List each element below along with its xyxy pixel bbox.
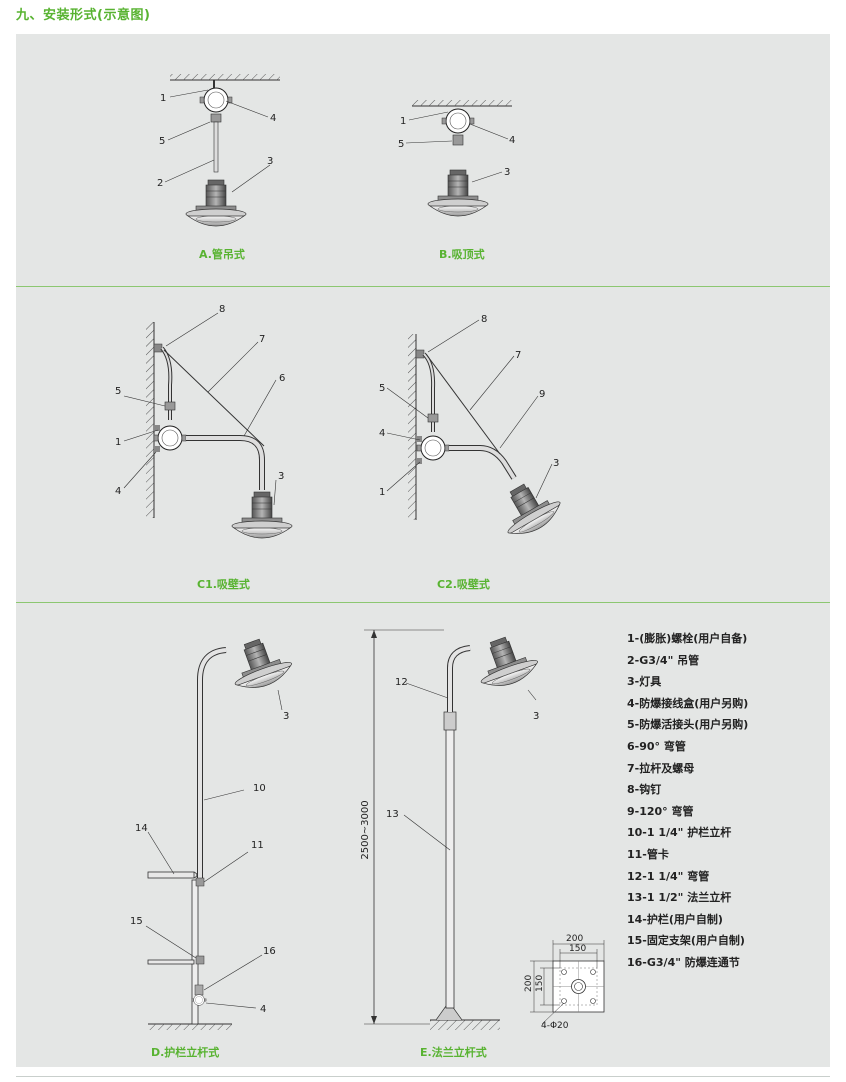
- callout-1: 1: [379, 487, 385, 498]
- callout-3: 3: [553, 458, 559, 469]
- callout-14: 14: [135, 823, 148, 834]
- callout-1: 1: [115, 437, 121, 448]
- callout-12: 12: [395, 677, 408, 688]
- legend-item: 11-管卡: [627, 847, 669, 861]
- legend-item: 3-灯具: [627, 675, 662, 689]
- callout-1: 1: [400, 116, 406, 127]
- caption-c2: C2.吸壁式: [437, 578, 490, 591]
- holes-spec: 4-Φ20: [541, 1021, 569, 1031]
- callout-11: 11: [251, 840, 264, 851]
- diagram-b-ceiling-mount: 1 4 5 3: [398, 100, 515, 217]
- callout-1: 1: [160, 93, 166, 104]
- callout-3: 3: [278, 471, 284, 482]
- callout-10: 10: [253, 783, 266, 794]
- callout-6: 6: [279, 373, 285, 384]
- plate-outer-height: 200: [524, 975, 534, 992]
- callout-7: 7: [259, 334, 265, 345]
- diagram-a-pipe-pendant: 1 4 5 3 2: [157, 74, 280, 227]
- section-divider: [16, 602, 830, 603]
- bottom-rule: [16, 1076, 830, 1077]
- legend-item: 14-护栏(用户自制): [627, 912, 723, 926]
- callout-4: 4: [115, 486, 121, 497]
- section-divider: [16, 286, 830, 287]
- callout-4: 4: [270, 113, 276, 124]
- callout-4: 4: [379, 428, 385, 439]
- callout-2: 2: [157, 178, 163, 189]
- diagram-panel: [16, 34, 830, 1067]
- legend-item: 12-1 1/4" 弯管: [627, 869, 710, 883]
- legend-item: 7-拉杆及螺母: [627, 761, 695, 775]
- callout-9: 9: [539, 389, 545, 400]
- legend-item: 1-(膨胀)螺栓(用户自备): [627, 632, 748, 645]
- callout-8: 8: [219, 304, 225, 315]
- plate-inner-width: 150: [569, 944, 586, 954]
- legend-item: 10-1 1/4" 护栏立杆: [627, 826, 732, 840]
- caption-d: D.护栏立杆式: [151, 1046, 220, 1059]
- diagram-c1-wall-mount: 8 7 6 5 1 4 3: [115, 304, 293, 539]
- callout-15: 15: [130, 916, 143, 927]
- legend-item: 16-G3/4" 防爆连通节: [627, 955, 740, 969]
- callout-3: 3: [533, 711, 539, 722]
- callout-3: 3: [283, 711, 289, 722]
- legend-item: 8-钩钉: [627, 783, 662, 797]
- diagram-d-railing-pole: 3 10 14 11 15 16 4: [130, 631, 297, 1030]
- legend-item: 5-防爆活接头(用户另购): [627, 718, 749, 732]
- callout-8: 8: [481, 314, 487, 325]
- parts-legend: 1-(膨胀)螺栓(用户自备) 2-G3/4" 吊管 3-灯具 4-防爆接线盒(用户另购…: [627, 628, 748, 974]
- callout-5: 5: [379, 383, 385, 394]
- callout-5: 5: [159, 136, 165, 147]
- diagram-e-flange-pole: 2500~3000 12 3 13: [360, 629, 605, 1031]
- callout-16: 16: [263, 946, 276, 957]
- callout-5: 5: [398, 139, 404, 150]
- height-dimension-label: 2500~3000: [360, 800, 371, 859]
- legend-item: 4-防爆接线盒(用户另购): [627, 696, 749, 710]
- callout-7: 7: [515, 350, 521, 361]
- caption-a: A.管吊式: [199, 248, 245, 261]
- flange-plate-detail: 200 150 200 150 4-Φ20: [524, 934, 605, 1031]
- plate-outer-width: 200: [566, 934, 583, 944]
- caption-e: E.法兰立杆式: [420, 1046, 487, 1059]
- callout-4: 4: [260, 1004, 266, 1015]
- legend-item: 6-90° 弯管: [627, 739, 686, 753]
- diagram-c2-wall-mount: 8 7 9 5 4 1 3: [379, 314, 567, 544]
- plate-inner-height: 150: [535, 975, 545, 992]
- legend-item: 2-G3/4" 吊管: [627, 653, 700, 667]
- legend-item: 15-固定支架(用户自制): [627, 934, 745, 948]
- section-title: 九、安装形式(示意图): [16, 8, 151, 23]
- callout-3: 3: [267, 156, 273, 167]
- callout-4: 4: [509, 135, 515, 146]
- caption-b: B.吸顶式: [439, 248, 485, 261]
- callout-5: 5: [115, 386, 121, 397]
- legend-item: 9-120° 弯管: [627, 804, 694, 818]
- legend-item: 13-1 1/2" 法兰立杆: [627, 891, 732, 905]
- callout-3: 3: [504, 167, 510, 178]
- caption-c1: C1.吸壁式: [197, 578, 250, 591]
- callout-13: 13: [386, 809, 399, 820]
